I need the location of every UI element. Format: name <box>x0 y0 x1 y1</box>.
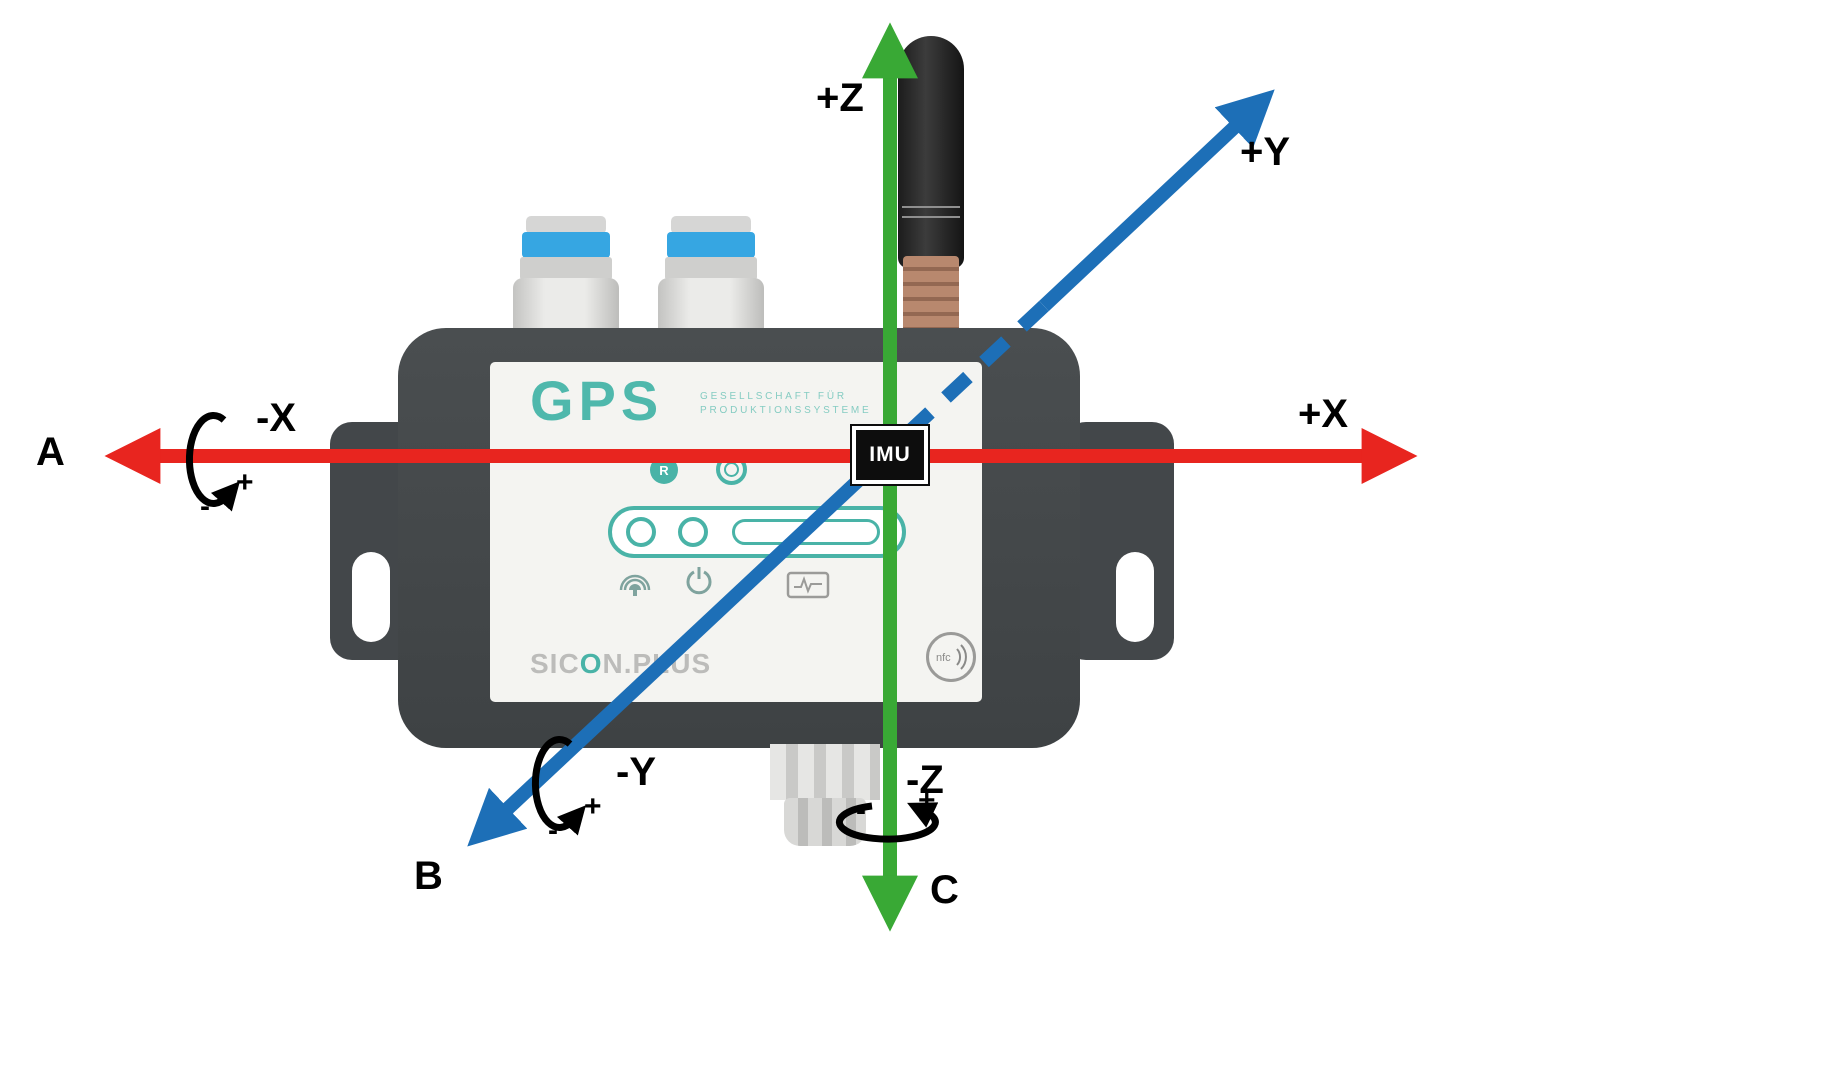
sicon-logo-o: O <box>579 648 603 679</box>
sicon-logo-suffix: N.PLUS <box>602 648 712 679</box>
rotation-a-minus-sign: - <box>200 490 210 523</box>
dial-icon <box>716 454 747 485</box>
bottom-connector-lower <box>784 798 866 846</box>
axis-label-b: B <box>414 854 443 898</box>
axis-label-neg-y: -Y <box>616 750 656 794</box>
gps-subtitle-line1: GESELLSCHAFT FÜR <box>700 391 847 402</box>
rotation-b-minus-sign: - <box>548 814 558 847</box>
rotation-arrow-b <box>531 736 586 836</box>
dial-inner-ring <box>724 462 739 477</box>
axis-label-pos-z: +Z <box>816 76 864 120</box>
gps-logo-subtitle: GESELLSCHAFT FÜR PRODUKTIONSSYSTEME <box>700 390 872 418</box>
fitting-cap <box>526 216 606 234</box>
nfc-icon-text: nfc <box>936 652 951 664</box>
broadcast-icon <box>618 568 652 603</box>
antenna-stripe <box>902 206 960 208</box>
sicon-plus-logo: SICON.PLUS <box>530 648 711 680</box>
antenna-shaft <box>898 36 964 268</box>
fitting-base <box>513 278 619 334</box>
fitting-cap <box>671 216 751 234</box>
indicator-bar <box>608 506 906 558</box>
axis-label-neg-z: -Z <box>906 758 944 802</box>
pneumatic-fitting-right <box>658 216 764 334</box>
pneumatic-fitting-left <box>513 216 619 334</box>
gps-subtitle-line2: PRODUKTIONSSYSTEME <box>700 405 872 416</box>
fitting-base <box>658 278 764 334</box>
mount-slot-left <box>352 552 390 642</box>
mount-slot-right <box>1116 552 1154 642</box>
mount-tab-right <box>1064 422 1174 660</box>
antenna-stripe <box>902 216 960 218</box>
rotation-arrow-a <box>185 412 240 512</box>
indicator-circle-1 <box>626 517 656 547</box>
rotation-a-plus-sign: + <box>236 466 254 499</box>
rotation-b-plus-sign: + <box>584 790 602 823</box>
power-icon <box>682 564 716 603</box>
indicator-pill <box>732 519 880 545</box>
nfc-icon: nfc <box>926 632 976 682</box>
gps-logo: GPS <box>530 369 664 432</box>
axis-label-pos-x: +X <box>1298 392 1349 436</box>
indicator-circle-2 <box>678 517 708 547</box>
fitting-band <box>665 257 757 280</box>
y-axis-line-upper <box>1039 89 1275 312</box>
imu-chip-label: IMU <box>869 443 911 466</box>
chart-icon <box>786 570 830 605</box>
fitting-band <box>520 257 612 280</box>
bottom-connector-upper <box>770 744 880 800</box>
fitting-blue-ring <box>667 232 755 258</box>
antenna <box>898 36 964 368</box>
axis-label-a: A <box>36 430 65 474</box>
device-front-label: GPS GESELLSCHAFT FÜR PRODUKTIONSSYSTEME … <box>490 362 982 702</box>
axis-label-pos-y: +Y <box>1240 130 1291 174</box>
fitting-blue-ring <box>522 232 610 258</box>
reset-button: R <box>650 456 678 484</box>
axis-label-c: C <box>930 868 959 912</box>
axis-label-neg-x: -X <box>256 396 296 440</box>
imu-origin-chip: IMU <box>852 426 928 484</box>
sicon-logo-prefix: SIC <box>530 648 580 679</box>
